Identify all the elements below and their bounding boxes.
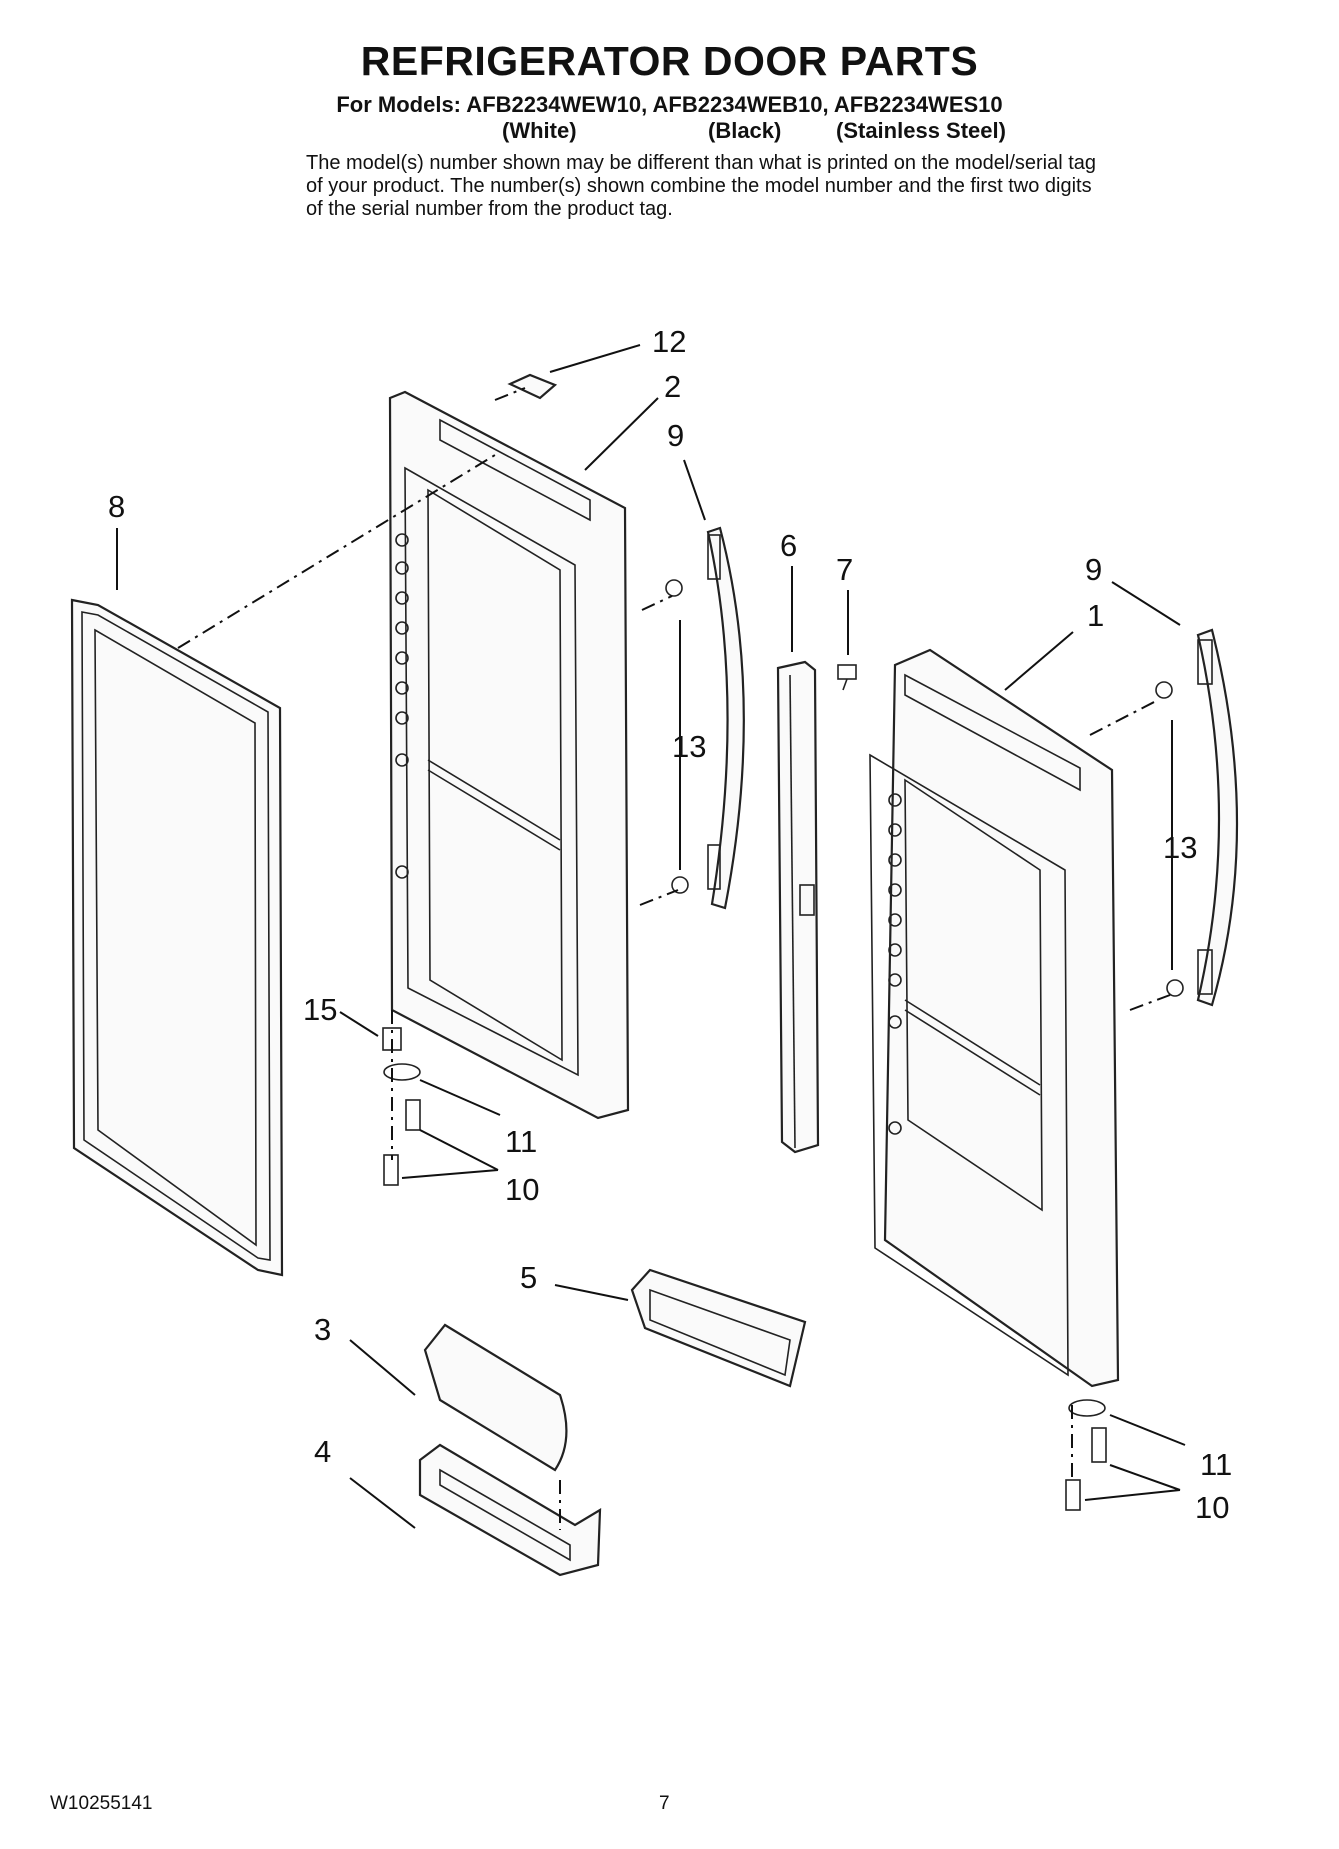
callout-13-right: 13 (1163, 830, 1197, 865)
right-hinge-hardware (1065, 1399, 1107, 1511)
callout-10-right: 10 (1195, 1490, 1229, 1525)
callout-7: 7 (836, 552, 853, 587)
callout-12: 12 (652, 324, 686, 359)
door-gasket (70, 598, 284, 1277)
dairy-bin (418, 1443, 602, 1577)
door-bin (630, 1268, 807, 1388)
left-door-handle (706, 526, 745, 910)
page-number: 7 (659, 1793, 670, 1814)
variant-black: (Black) (708, 118, 782, 143)
right-door-shelf-clips (888, 793, 902, 1135)
right-door (869, 648, 1120, 1388)
variant-stainless: (Stainless Steel) (836, 118, 1006, 143)
document-number: W10255141 (50, 1793, 153, 1814)
callout-10-left: 10 (505, 1172, 539, 1207)
left-hinge-hardware (382, 1027, 421, 1186)
callout-9-left: 9 (667, 418, 684, 453)
callout-11-right: 11 (1200, 1447, 1232, 1482)
hinge-screw (837, 664, 857, 691)
right-door-handle (1196, 628, 1239, 1007)
callout-8: 8 (108, 489, 125, 524)
callout-labels: 12 2 9 8 6 7 9 1 13 13 15 11 10 5 3 4 11… (108, 324, 1232, 1525)
leader-arrows (116, 344, 1186, 1529)
hinge-cap (507, 373, 558, 400)
callout-9-right: 9 (1085, 552, 1102, 587)
callout-6: 6 (780, 528, 797, 563)
handle-mounting-studs (665, 579, 1184, 997)
door-mullion (776, 660, 820, 1154)
callout-15: 15 (303, 992, 337, 1027)
callout-2: 2 (664, 369, 681, 404)
callout-3: 3 (314, 1312, 331, 1347)
page-title: REFRIGERATOR DOOR PARTS (360, 38, 979, 84)
model-disclaimer: The model(s) number shown may be differe… (306, 152, 1097, 220)
alignment-lines (177, 387, 1171, 1530)
callout-4: 4 (314, 1434, 331, 1469)
callout-11-left: 11 (505, 1124, 537, 1159)
models-line: For Models: AFB2234WEW10, AFB2234WEB10, … (336, 92, 1003, 117)
callout-1: 1 (1087, 598, 1104, 633)
dairy-door (423, 1323, 568, 1472)
callout-13-left: 13 (672, 729, 706, 764)
callout-5: 5 (520, 1260, 537, 1295)
left-door (388, 390, 630, 1120)
left-door-shelf-clips (395, 533, 409, 879)
variant-white: (White) (502, 118, 577, 143)
